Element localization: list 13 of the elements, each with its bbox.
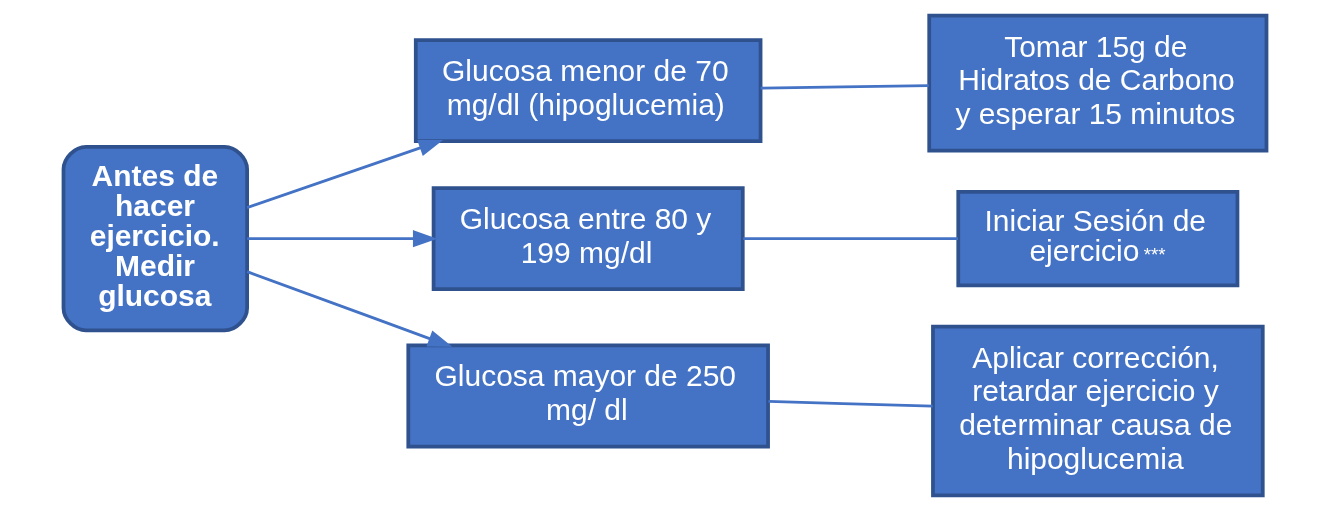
node-box: Glucosa entre 80 y 199 mg/dl [431,186,745,292]
node-box: Glucosa mayor de 250 mg/ dl [405,343,770,449]
connector [760,84,929,90]
arrow [246,230,437,248]
arrow [246,270,452,347]
arrow [246,139,443,209]
node-box: Aplicar corrección, retardar ejercicio y determinar causa de hipoglucemia [930,324,1265,498]
node-box: Antes de hacer ejercicio. Medir glucosa [61,144,249,333]
node-box: Iniciar Sesión de ejercicio*** [955,189,1239,288]
connector [767,399,933,408]
connector [742,237,958,241]
node-box: Glucosa menor de 70 mg/dl (hipoglucemia) [413,38,762,144]
node-box: Tomar 15g de Hidratos de Carbono y esperar 15 minutos [926,13,1268,153]
